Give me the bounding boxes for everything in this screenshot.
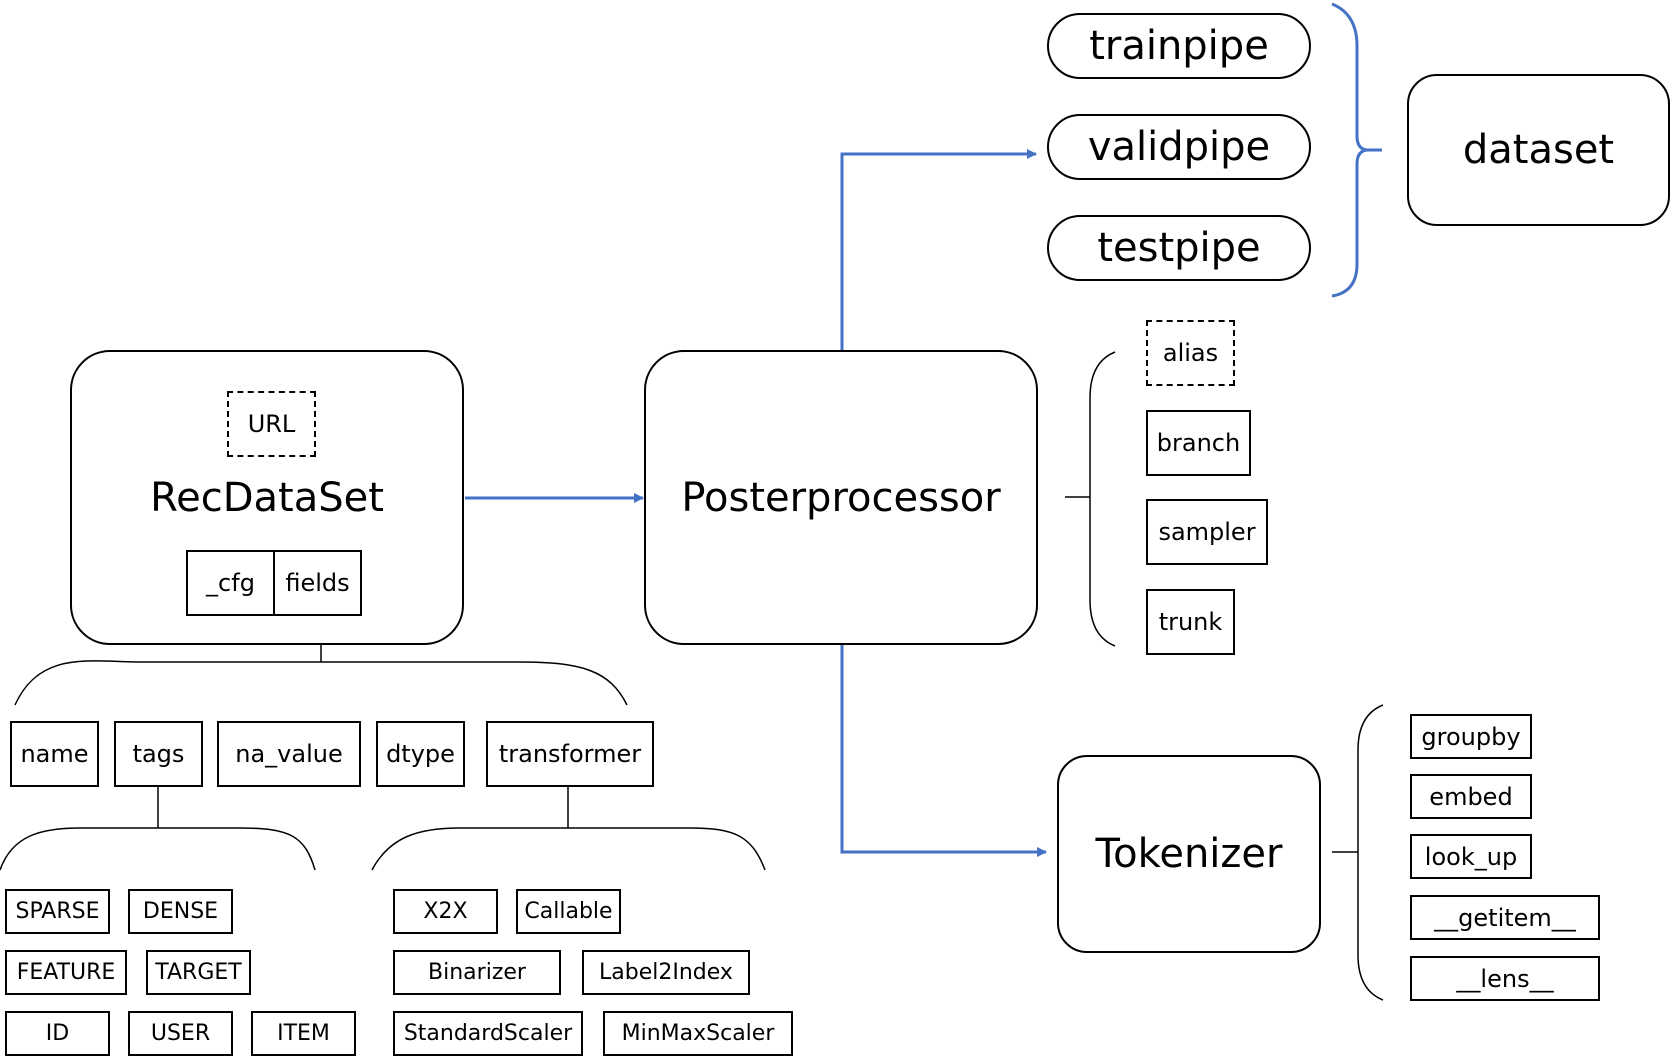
look-up-box: look_up — [1410, 834, 1532, 879]
lens-box: __lens__ — [1410, 956, 1600, 1001]
tag-feature-box: FEATURE — [5, 950, 127, 995]
posterprocessor-brace — [1089, 351, 1116, 647]
transformer-x2x-box: X2X — [393, 889, 498, 934]
transformer-minmaxscaler-box: MinMaxScaler — [603, 1011, 793, 1056]
field-transformer-box: transformer — [486, 721, 654, 787]
embed-box: embed — [1410, 774, 1532, 819]
getitem-box: __getitem__ — [1410, 895, 1600, 940]
tag-target-box: TARGET — [146, 950, 251, 995]
transformer-binarizer-box: Binarizer — [393, 950, 561, 995]
transformer-label2index-box: Label2Index — [582, 950, 750, 995]
fields-cell: fields — [273, 550, 362, 616]
tags-arc — [0, 827, 316, 871]
arrow-posterprocessor-to-pipes — [840, 149, 1037, 350]
url-box: URL — [227, 391, 316, 457]
trunk-box: trunk — [1146, 589, 1235, 655]
dataset-node: dataset — [1407, 74, 1670, 226]
testpipe-node: testpipe — [1047, 215, 1311, 281]
field-tags-box: tags — [114, 721, 203, 787]
fields-arc — [14, 660, 628, 706]
arrow-posterprocessor-to-tokenizer — [840, 645, 1047, 857]
tag-user-box: USER — [128, 1011, 233, 1056]
groupby-box: groupby — [1410, 714, 1532, 759]
validpipe-node: validpipe — [1047, 114, 1311, 180]
tag-dense-box: DENSE — [128, 889, 233, 934]
posterprocessor-node: Posterprocessor — [644, 350, 1038, 645]
branch-box: branch — [1146, 410, 1251, 476]
tag-id-box: ID — [5, 1011, 110, 1056]
transformer-callable-box: Callable — [516, 889, 621, 934]
field-dtype-box: dtype — [376, 721, 465, 787]
field-name-box: name — [10, 721, 99, 787]
transformer-arc — [371, 827, 766, 871]
recdataset-label: RecDataSet — [150, 475, 384, 521]
cfg-cell: _cfg — [186, 550, 275, 616]
sampler-box: sampler — [1146, 499, 1268, 565]
tag-item-box: ITEM — [251, 1011, 356, 1056]
tokenizer-brace — [1357, 704, 1384, 1001]
alias-box: alias — [1146, 320, 1235, 386]
tag-sparse-box: SPARSE — [5, 889, 110, 934]
trainpipe-node: trainpipe — [1047, 13, 1311, 79]
pipes-brace — [1331, 2, 1368, 298]
transformer-standardscaler-box: StandardScaler — [393, 1011, 583, 1056]
field-na-value-box: na_value — [217, 721, 361, 787]
tokenizer-node: Tokenizer — [1057, 755, 1321, 953]
